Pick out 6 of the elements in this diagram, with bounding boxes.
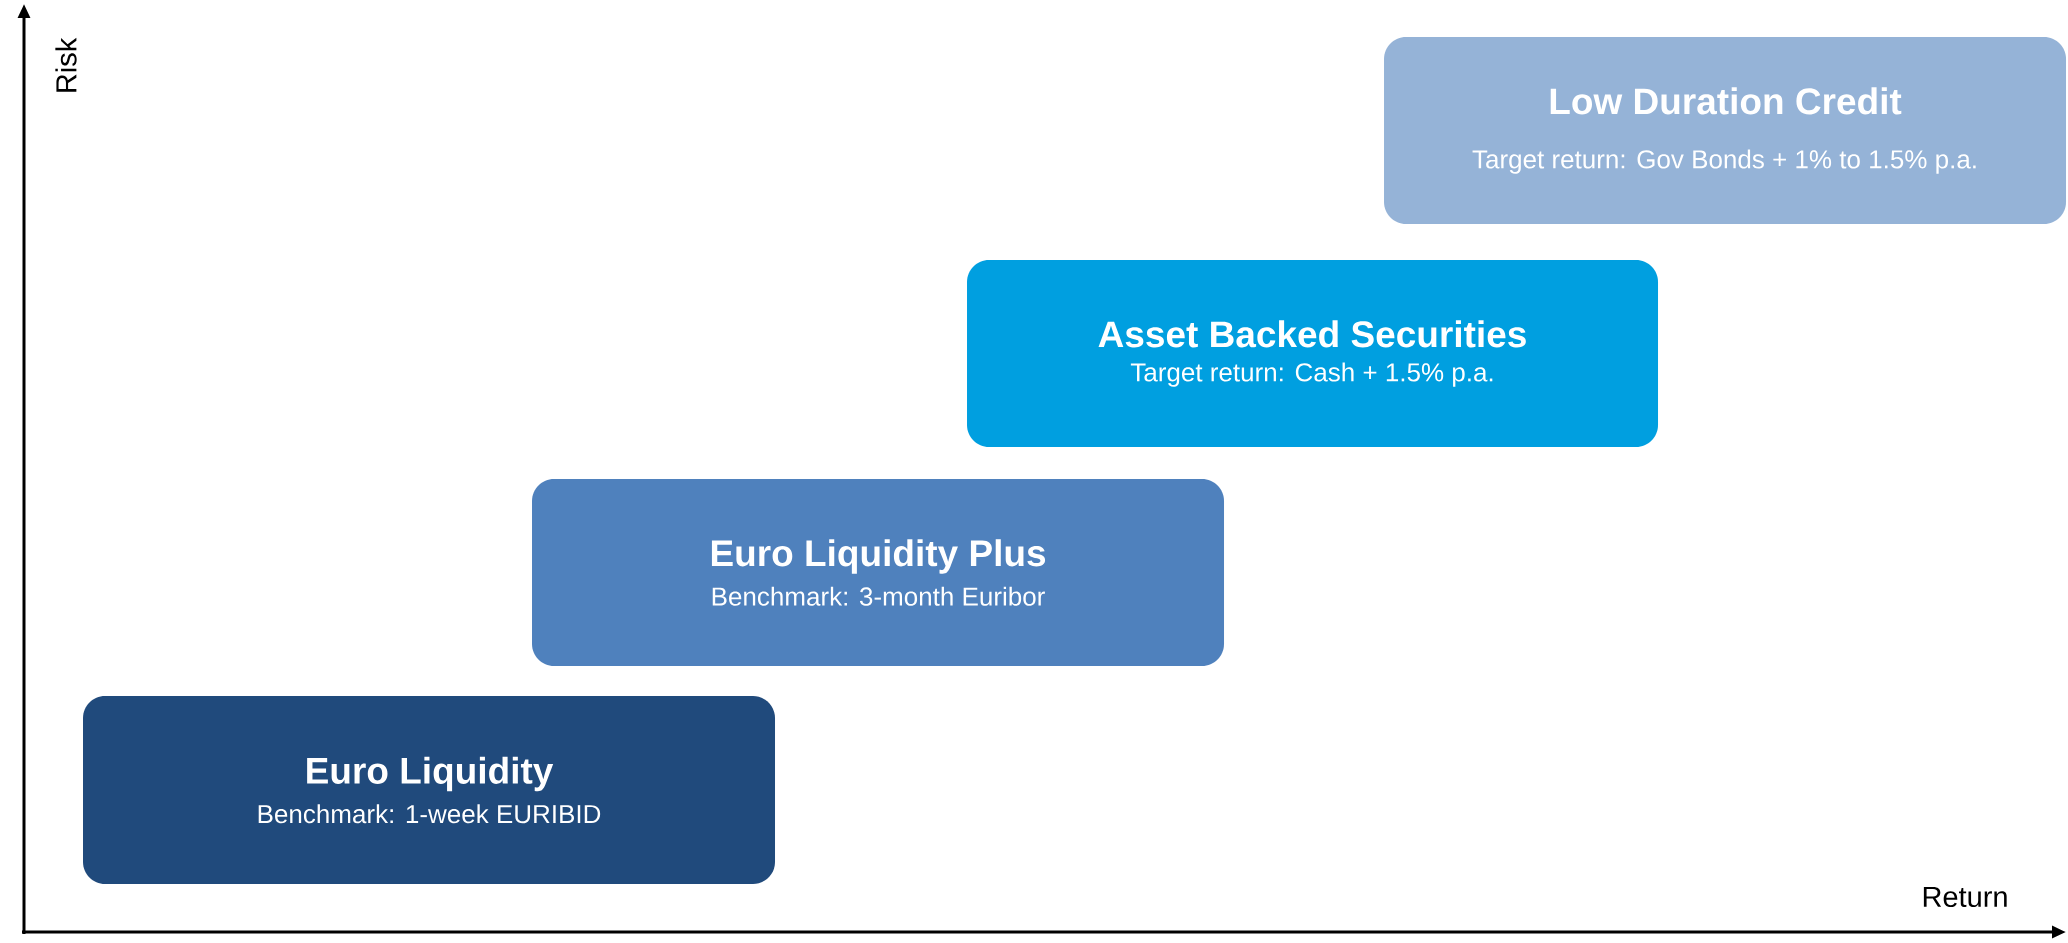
fund-box: Low Duration Credit Target return: Gov Bonds + 1% to 1.5% p.a. <box>1384 37 2067 224</box>
axis-label: Return <box>1923 886 2007 908</box>
fund-box: Asset Backed Securities Target return: Cash + 1.5% p.a. <box>967 260 1658 447</box>
axis-label: Risk <box>55 37 77 92</box>
fund-box: Euro Liquidity Plus Benchmark: 3-month Euribor <box>532 479 1224 666</box>
fund-box: Euro Liquidity Benchmark: 1-week EURIBID <box>83 696 775 884</box>
